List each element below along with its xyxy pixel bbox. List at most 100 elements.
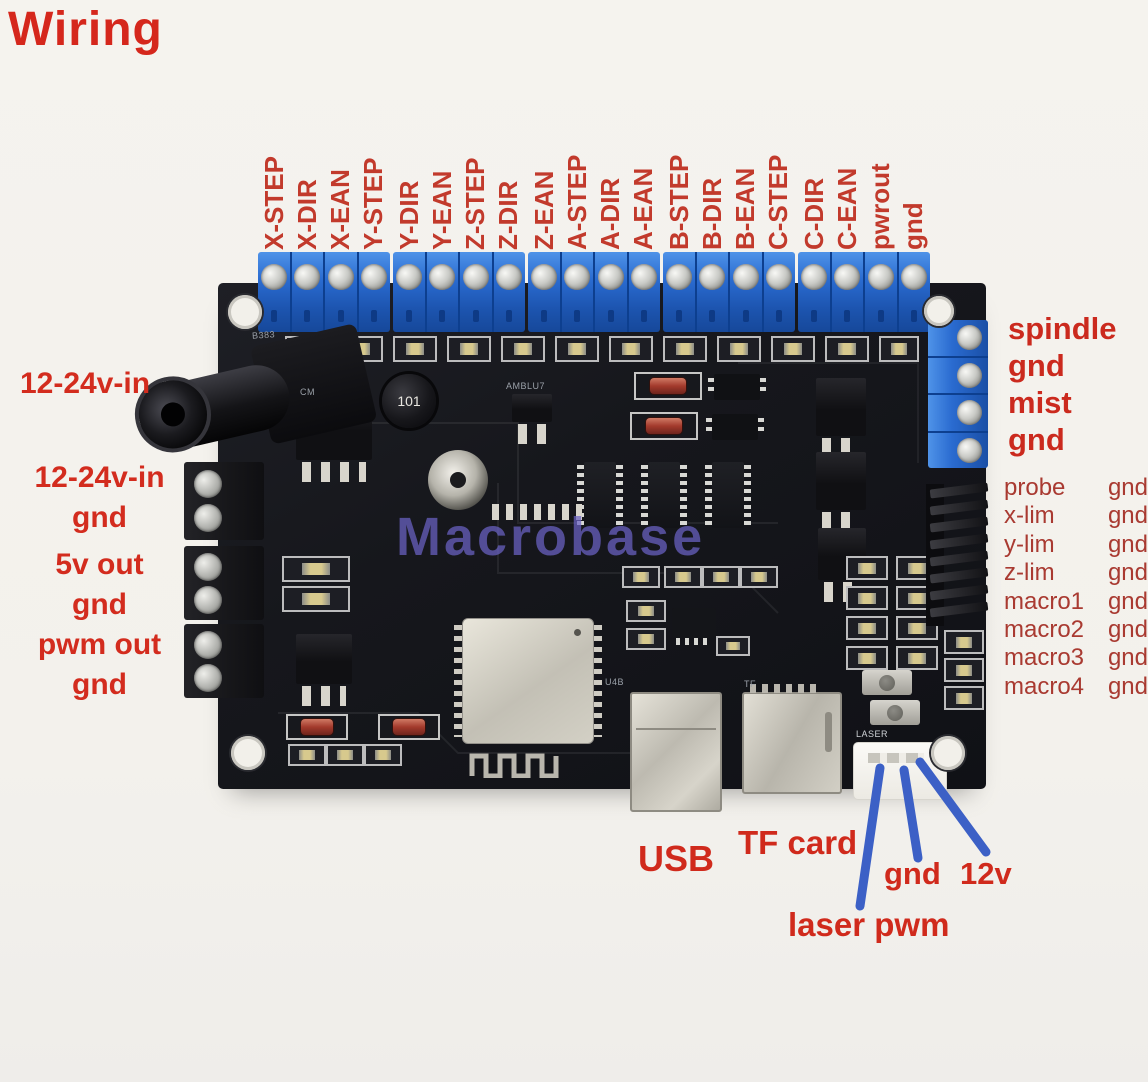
smd-component: [846, 646, 888, 670]
regulator-silkscreen: AMBLU7: [506, 381, 546, 391]
terminal-block-xy: [258, 252, 390, 332]
pin-name: macro1: [1004, 587, 1085, 615]
spindle-label: spindle: [1008, 311, 1117, 346]
mist-gnd-label: gnd: [1008, 422, 1065, 457]
smd-component: [702, 566, 740, 588]
pin-gnd: gnd: [1107, 559, 1148, 587]
terminal-block-bc: [663, 252, 795, 332]
macro4-row: macro4 gnd: [1004, 673, 1148, 701]
inductor-marking: 101: [397, 393, 421, 409]
pin-label: B-DIR: [697, 177, 727, 250]
module-pads: [492, 504, 582, 520]
mosfet: [816, 452, 866, 532]
smd-component: [282, 586, 350, 612]
5v-terminal: [184, 546, 264, 620]
label-line: gnd: [72, 501, 127, 534]
smd-component: [944, 686, 984, 710]
mist-label: mist: [1008, 385, 1072, 420]
usb-connector: [630, 692, 722, 812]
pin-gnd: gnd: [1107, 672, 1148, 700]
terminal-block-za: [528, 252, 660, 332]
probe-row: probe gnd: [1004, 474, 1148, 502]
board-ref-silkscreen: B383: [251, 329, 276, 341]
io-pin-header: [926, 482, 992, 626]
reset-button: [862, 670, 912, 695]
12v-label: 12v: [960, 856, 1012, 891]
small-ic: [672, 608, 716, 645]
mosfet: [816, 378, 866, 458]
smd-component: [825, 336, 869, 362]
pin-label: Z-STEP: [460, 157, 490, 250]
pin-label: A-DIR: [595, 177, 625, 250]
spindle-gnd-label: gnd: [1008, 348, 1065, 383]
pin-label: pwrout: [865, 163, 895, 250]
pin-name: macro3: [1004, 644, 1085, 672]
diode: [634, 372, 702, 400]
power-terminal: [184, 462, 264, 540]
smd-component: [771, 336, 815, 362]
pin-name: probe: [1004, 474, 1066, 501]
pin-gnd: gnd: [1107, 616, 1148, 644]
smd-component: [846, 616, 888, 640]
smd-component: [626, 628, 666, 650]
pin-label: B-STEP: [664, 154, 694, 250]
driver-ic: [641, 462, 687, 528]
smd-component: [288, 744, 326, 766]
terminal-block-spindle-mist: [928, 320, 988, 468]
mounting-hole: [231, 736, 265, 770]
pin-name: macro4: [1004, 672, 1085, 700]
macro2-row: macro2 gnd: [1004, 616, 1148, 644]
terminal-block-yz: [393, 252, 525, 332]
diode: [378, 714, 440, 740]
power-inductor: 101: [382, 374, 436, 428]
usb-label: USB: [638, 838, 715, 879]
pin-name: macro2: [1004, 616, 1085, 644]
pin-name: z-lim: [1004, 559, 1055, 587]
pin-label: X-DIR: [292, 179, 322, 250]
usb-silkscreen: U4B: [605, 677, 625, 687]
smd-component: [282, 556, 350, 582]
pin-label: B-EAN: [730, 167, 760, 250]
pwm-terminal: [184, 624, 264, 698]
smd-component: [717, 336, 761, 362]
smd-component: [626, 600, 666, 622]
ldo-regulator: [512, 394, 552, 444]
label-line: gnd: [72, 668, 127, 701]
terminal-block-c-pwr: [798, 252, 930, 332]
smd-component: [896, 646, 938, 670]
mounting-hole: [931, 736, 965, 770]
label-line: 12-24v-in: [34, 461, 165, 494]
laser-silkscreen: LASER: [856, 729, 889, 739]
smd-component: [664, 566, 702, 588]
pin-gnd: gnd: [1107, 587, 1148, 615]
z-lim-row: z-lim gnd: [1004, 559, 1148, 587]
tf-card-label: TF card: [738, 824, 858, 861]
spindle-mist-labels: spindle gnd mist gnd: [1008, 310, 1117, 458]
label-line: 5v out: [55, 548, 144, 581]
smd-component: [716, 636, 750, 656]
tf-card-slot: [742, 684, 842, 794]
mounting-hole: [924, 296, 954, 326]
diode: [630, 412, 698, 440]
macro1-row: macro1 gnd: [1004, 588, 1148, 616]
pin-label: Y-DIR: [394, 180, 424, 250]
laser-pwm-label: laser pwm: [788, 906, 950, 943]
pin-gnd: gnd: [1107, 474, 1148, 501]
driver-ic: [577, 462, 623, 528]
power-in-label: 12-24v-in: [19, 367, 151, 400]
optocoupler: [708, 374, 766, 400]
pwm-out-label: pwm out gnd: [12, 625, 187, 705]
pin-gnd: gnd: [1107, 530, 1148, 558]
boot-button: [870, 700, 920, 725]
smd-component: [555, 336, 599, 362]
pin-label: C-STEP: [763, 154, 793, 250]
tf-silkscreen: TF: [744, 679, 756, 689]
driver-ic: [705, 462, 751, 528]
electrolytic-capacitor: [428, 450, 488, 510]
smd-component: [364, 744, 402, 766]
smd-component: [609, 336, 653, 362]
